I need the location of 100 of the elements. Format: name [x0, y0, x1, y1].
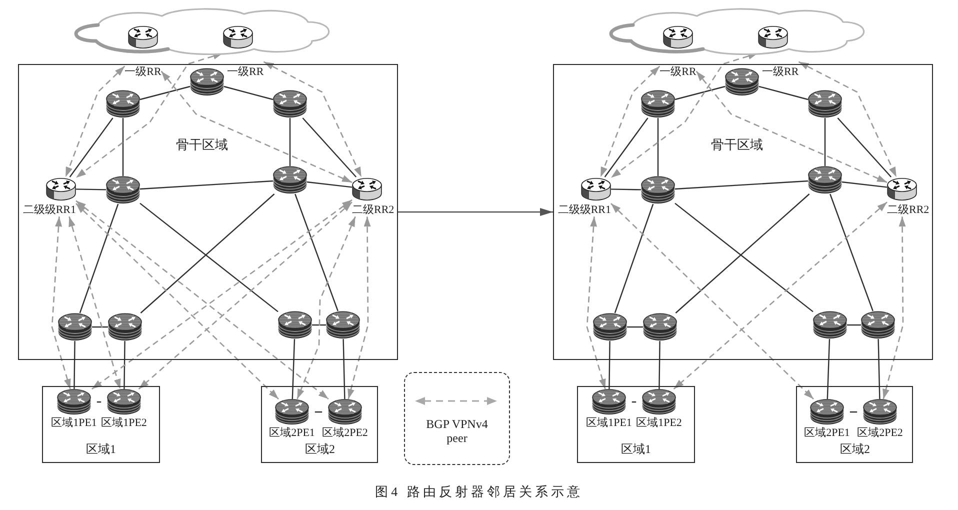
- connector-line: [627, 326, 643, 328]
- router-icon: [58, 313, 92, 341]
- router-icon: [108, 313, 142, 341]
- router-label: 区域2PE2: [322, 427, 368, 440]
- connector-line: [79, 204, 119, 314]
- dashed-double-arrow: [51, 216, 71, 390]
- router-icon: [641, 90, 675, 118]
- region-box: [796, 386, 913, 463]
- connector-line: [824, 118, 826, 166]
- region-label: 区域1: [621, 443, 651, 457]
- connector-line: [758, 86, 808, 100]
- connector-line: [74, 341, 76, 389]
- connector-line: [314, 411, 322, 413]
- connector-line: [878, 338, 880, 400]
- region-label: 区域2: [840, 443, 870, 457]
- router-label: 区域1PE1: [51, 417, 97, 430]
- connector-line: [224, 86, 274, 100]
- connector-line: [658, 341, 660, 389]
- router-icon: [190, 68, 224, 96]
- region-label: 骨干区域: [711, 138, 763, 153]
- router-icon: [273, 166, 307, 194]
- dashed-double-arrow: [348, 216, 371, 400]
- connector-line: [92, 326, 108, 328]
- connector-line: [140, 86, 190, 100]
- connector-line: [842, 181, 888, 188]
- connector-line: [140, 180, 274, 190]
- connector-line: [294, 194, 338, 312]
- router-label: 区域1PE2: [101, 417, 147, 430]
- router-icon: [278, 311, 312, 339]
- connector-line: [837, 118, 892, 178]
- dashed-double-arrow: [263, 61, 362, 178]
- router-icon: [326, 311, 360, 339]
- router-icon: [593, 313, 627, 341]
- region-label: 区域2: [305, 443, 335, 457]
- dashed-double-arrow: [610, 203, 814, 400]
- connector-line: [850, 411, 858, 413]
- router-icon: [808, 90, 842, 118]
- router-icon: [813, 311, 847, 339]
- connector-line: [122, 118, 124, 176]
- dashed-double-arrow: [65, 66, 126, 178]
- router-label: 区域2PE1: [269, 427, 315, 440]
- dashed-double-arrow: [696, 70, 888, 183]
- router-label: 区域2PE2: [857, 427, 903, 440]
- dashed-double-arrow: [673, 202, 888, 390]
- router-label: 二级RR2: [887, 204, 930, 217]
- router-label: 二级级RR1: [558, 204, 611, 217]
- region-box: [261, 386, 378, 463]
- router-label: 一级RR: [227, 66, 264, 79]
- dashed-double-arrow: [138, 202, 352, 390]
- router-icon: [861, 311, 895, 339]
- arrow: [398, 208, 553, 216]
- connector-line: [96, 401, 102, 403]
- legend-text: BGP VPNv4 peer: [425, 418, 489, 446]
- connector-line: [76, 188, 106, 190]
- connector-line: [826, 338, 830, 400]
- router-icon: [106, 90, 140, 118]
- connector-line: [610, 188, 642, 190]
- router-icon: [641, 176, 675, 204]
- connector-line: [674, 86, 726, 100]
- connector-line: [292, 338, 296, 400]
- connector-line: [657, 118, 659, 176]
- dashed-double-arrow: [92, 199, 352, 390]
- connector-line: [302, 118, 357, 178]
- region-box: [553, 64, 933, 360]
- router-label: 一级RR: [124, 66, 162, 79]
- router-label: 一级RR: [660, 66, 696, 79]
- dashed-double-arrow: [76, 203, 279, 400]
- connector-line: [608, 341, 610, 389]
- connector-line: [632, 401, 636, 403]
- router-label: 区域1PE2: [636, 417, 682, 430]
- router-icon: [643, 313, 677, 341]
- connector-line: [306, 181, 352, 188]
- dashed-double-arrow: [296, 216, 356, 400]
- connector-line: [69, 118, 114, 178]
- connector-line: [614, 204, 654, 314]
- connector-line: [604, 118, 648, 178]
- router-icon: [725, 68, 759, 96]
- dashed-double-arrow: [68, 216, 121, 390]
- router-label: 二级RR2: [352, 204, 394, 217]
- region-box: [42, 386, 160, 463]
- caption: 图4 路由反射器邻居关系示意: [375, 484, 583, 500]
- region-label: 骨干区域: [176, 138, 228, 153]
- dashed-double-arrow: [160, 70, 352, 183]
- dashed-double-arrow: [882, 216, 906, 400]
- dashed-double-arrow: [798, 61, 897, 178]
- router-icon: [808, 166, 842, 194]
- connector-line: [830, 194, 874, 312]
- router-label: 二级级RR1: [22, 204, 76, 217]
- connector-line: [847, 324, 861, 326]
- dashed-double-arrow: [586, 216, 606, 390]
- connector-line: [312, 324, 326, 326]
- router-label: 一级RR: [762, 66, 799, 79]
- dashed-double-arrow: [600, 66, 660, 178]
- router-icon: [106, 176, 140, 204]
- router-icon: [273, 90, 307, 118]
- region-box: [18, 64, 398, 360]
- region-box: [577, 386, 695, 463]
- region-label: 区域1: [86, 443, 116, 457]
- dashed-double-arrow: [76, 200, 329, 400]
- connector-line: [124, 341, 126, 389]
